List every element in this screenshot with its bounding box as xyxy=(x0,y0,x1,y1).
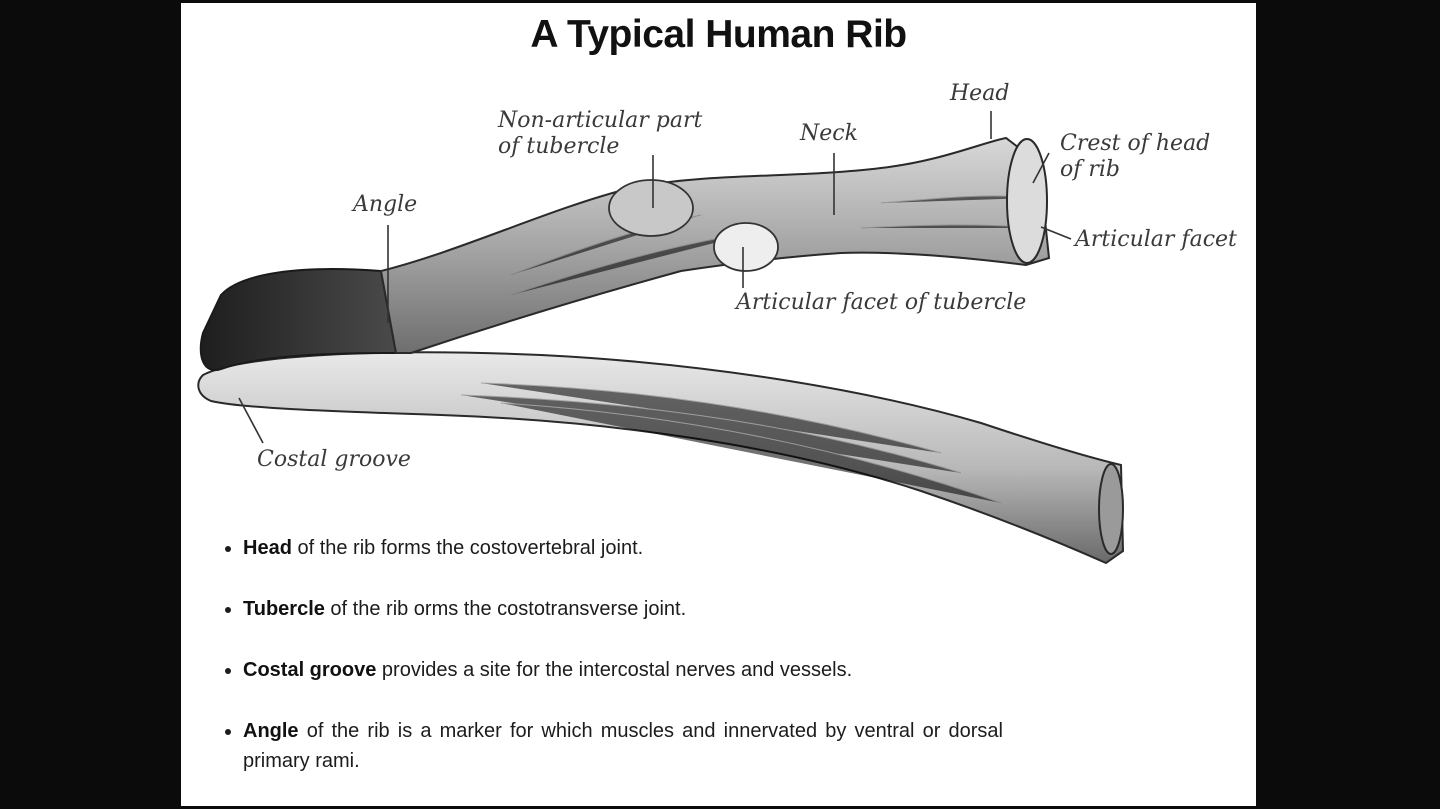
bullet-list: Head of the rib forms the costovertebral… xyxy=(215,533,1003,806)
bullet-term: Angle xyxy=(243,720,299,742)
label-articular-facet: Articular facet xyxy=(1073,227,1237,252)
crest-leader xyxy=(1032,152,1050,184)
label-head: Head xyxy=(949,81,1009,106)
bullet-term: Head xyxy=(243,537,292,559)
label-articular-facet-tubercle: Articular facet of tubercle xyxy=(734,290,1026,315)
bullet-text: of the rib forms the costovertebral join… xyxy=(291,537,644,559)
label-crest-line2: of rib xyxy=(1060,157,1120,182)
bone-texture xyxy=(460,195,1037,504)
bullet-term: Costal groove xyxy=(243,659,377,681)
label-crest-line1: Crest of head xyxy=(1060,131,1210,156)
costal-groove-region xyxy=(199,268,398,372)
bullet-text: of the rib orms the costotransverse join… xyxy=(324,598,687,620)
bullet-item: Tubercle of the rib orms the costotransv… xyxy=(243,594,1003,624)
articular-facet-leader xyxy=(1040,226,1072,240)
bullet-text: of the rib is a marker for which muscles… xyxy=(243,720,1003,772)
rib-head xyxy=(1006,138,1048,264)
slide: A Typical Human Rib xyxy=(181,3,1256,806)
bullet-item: Angle of the rib is a marker for which m… xyxy=(243,716,1003,776)
label-neck: Neck xyxy=(799,121,858,146)
label-angle: Angle xyxy=(351,192,417,217)
slide-title: A Typical Human Rib xyxy=(530,13,907,56)
tubercle-facet xyxy=(713,222,779,272)
label-costal-groove: Costal groove xyxy=(257,447,411,472)
bullet-item: Costal groove provides a site for the in… xyxy=(243,655,1003,685)
rib-shaft xyxy=(197,351,1125,565)
bullet-term: Tubercle xyxy=(243,598,325,620)
label-nonarticular-line1: Non-articular part xyxy=(497,108,702,133)
label-nonarticular-line2: of tubercle xyxy=(498,134,619,159)
rib-illustration: Head Crest of head of rib Articular face… xyxy=(197,81,1237,565)
bullet-item: Head of the rib forms the costovertebral… xyxy=(243,533,1003,563)
rib-anterior-end xyxy=(1098,463,1124,555)
costal-groove-leader xyxy=(238,397,264,444)
bullet-text: provides a site for the intercostal nerv… xyxy=(376,659,853,681)
tubercle-nonarticular xyxy=(608,179,694,237)
